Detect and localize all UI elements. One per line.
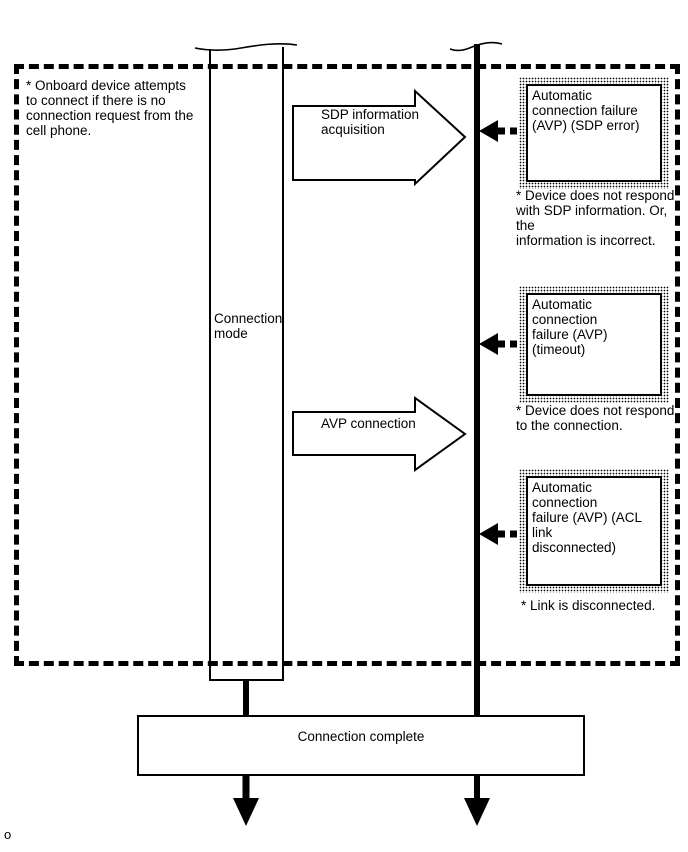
flow-down-right — [464, 798, 490, 826]
connection-complete-label: Connection complete — [297, 729, 425, 744]
connection-mode-label: Connection mode — [214, 311, 283, 341]
acl-link-note: * Link is disconnected. — [521, 598, 656, 613]
dashed-boundary-box — [14, 64, 680, 666]
failure-box-acl-link-label: Automatic connection failure (AVP) (ACL … — [532, 480, 642, 555]
failure-box-sdp-error: Automatic connection failure (AVP) (SDP … — [519, 77, 669, 189]
timeout-note: * Device does not respond to the connect… — [516, 403, 675, 433]
sdp-error-note: * Device does not respond with SDP infor… — [516, 188, 675, 248]
down-arrowhead-left — [233, 798, 259, 826]
failure-box-timeout-label: Automatic connection failure (AVP) (time… — [532, 297, 608, 357]
failure-box-acl-link: Automatic connection failure (AVP) (ACL … — [519, 469, 669, 593]
break-mark-right — [449, 41, 503, 52]
onboard-device-note: * Onboard device attempts to connect if … — [26, 78, 194, 138]
sdp-acquisition-label: SDP information acquisition — [321, 107, 420, 137]
connection-complete-box: Connection complete — [137, 715, 585, 776]
failure-box-sdp-error-label: Automatic connection failure (AVP) (SDP … — [532, 88, 640, 133]
break-mark-left — [194, 42, 298, 52]
failure-box-timeout: Automatic connection failure (AVP) (time… — [519, 286, 669, 403]
page-mark: o — [4, 827, 12, 842]
avp-connection-label: AVP connection — [321, 416, 416, 431]
down-arrowhead-right — [464, 798, 490, 826]
